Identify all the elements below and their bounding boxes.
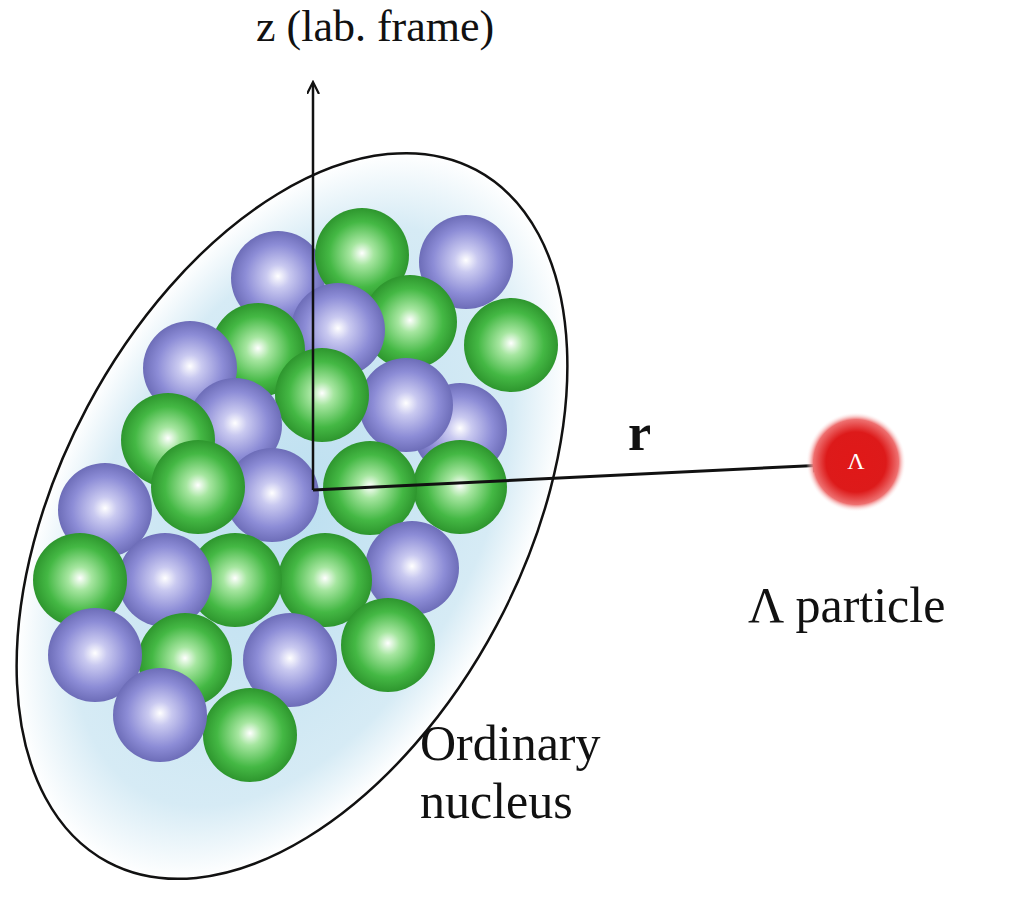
nucleon-sphere-green <box>413 440 507 534</box>
nucleon-sphere-blue <box>118 533 212 627</box>
vector-label: r <box>628 403 651 463</box>
axis-label: z (lab. frame) <box>256 2 494 53</box>
particle-symbol: Λ <box>847 448 864 476</box>
nucleon-sphere-blue <box>113 668 207 762</box>
nucleon-sphere-green <box>203 688 297 782</box>
nucleon-sphere-green <box>341 598 435 692</box>
nucleus-region: Ordinary nucleus <box>0 140 600 900</box>
nucleon-sphere-green <box>464 298 558 392</box>
nucleus-label: Ordinary nucleus <box>420 715 670 830</box>
nucleon-sphere-green <box>275 348 369 442</box>
nucleon-sphere-green <box>151 440 245 534</box>
lambda-particle: ΛΛ particle <box>811 417 901 507</box>
particle-label: Λ particle <box>748 577 945 635</box>
nucleon-sphere-blue <box>359 358 453 452</box>
